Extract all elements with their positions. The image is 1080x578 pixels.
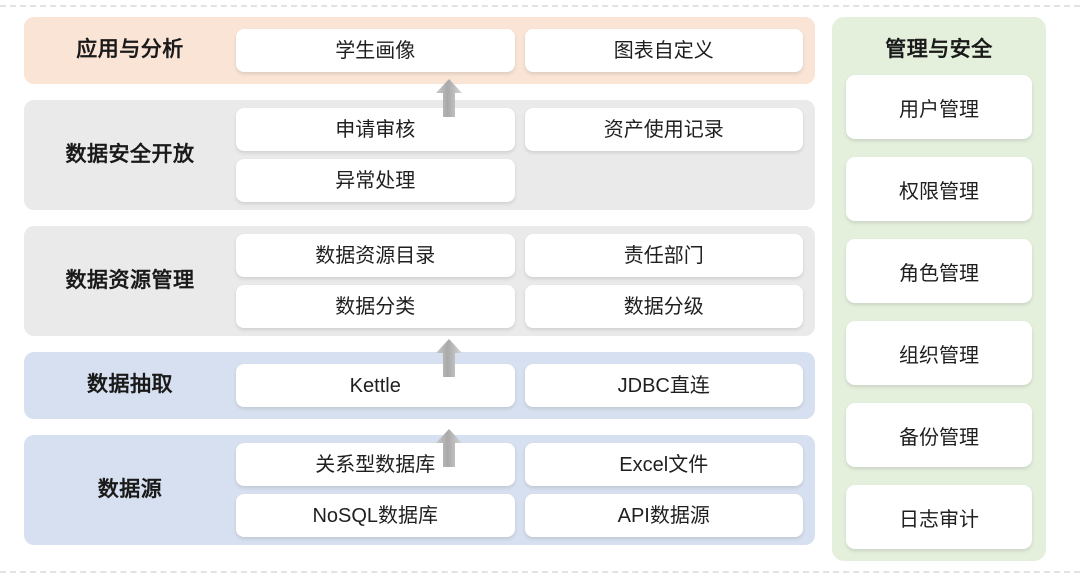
card-empty-slot xyxy=(525,159,804,202)
bottom-divider-rule xyxy=(0,571,1080,573)
card-kettle[interactable]: Kettle xyxy=(236,364,515,407)
admin-item-user-management[interactable]: 用户管理 xyxy=(846,75,1032,139)
layer-cards-data-source: 关系型数据库 Excel文件 NoSQL数据库 API数据源 xyxy=(236,443,803,537)
admin-item-organization-management[interactable]: 组织管理 xyxy=(846,321,1032,385)
admin-panel-list: 用户管理 权限管理 角色管理 组织管理 备份管理 日志审计 xyxy=(846,75,1032,549)
layer-cards-data-secure-open: 申请审核 资产使用记录 异常处理 xyxy=(236,108,803,202)
card-excel-file[interactable]: Excel文件 xyxy=(524,443,803,486)
layer-data-extraction: 数据抽取 Kettle JDBC直连 xyxy=(24,352,815,419)
card-exception-handling[interactable]: 异常处理 xyxy=(236,159,515,202)
layer-title-application-analysis: 应用与分析 xyxy=(76,38,184,62)
layer-data-source: 数据源 关系型数据库 Excel文件 NoSQL数据库 API数据源 xyxy=(24,435,815,545)
layer-title-data-source: 数据源 xyxy=(97,477,163,501)
card-nosql-database[interactable]: NoSQL数据库 xyxy=(236,494,515,537)
admin-item-role-management[interactable]: 角色管理 xyxy=(846,239,1032,303)
layer-cards-data-resource-management: 数据资源目录 责任部门 数据分类 数据分级 xyxy=(236,234,803,328)
card-data-classification[interactable]: 数据分类 xyxy=(236,285,515,328)
layer-cards-data-extraction: Kettle JDBC直连 xyxy=(236,364,803,407)
card-asset-usage-record[interactable]: 资产使用记录 xyxy=(524,108,803,151)
admin-panel-title: 管理与安全 xyxy=(885,38,993,61)
layer-title-data-resource-management: 数据资源管理 xyxy=(65,268,195,292)
card-responsible-department[interactable]: 责任部门 xyxy=(524,234,803,277)
layer-title-data-secure-open: 数据安全开放 xyxy=(65,142,195,166)
card-application-review[interactable]: 申请审核 xyxy=(236,108,515,151)
card-data-resource-catalog[interactable]: 数据资源目录 xyxy=(236,234,515,277)
admin-item-log-audit[interactable]: 日志审计 xyxy=(846,485,1032,549)
layer-data-secure-open: 数据安全开放 申请审核 资产使用记录 异常处理 xyxy=(24,100,815,210)
admin-item-permission-management[interactable]: 权限管理 xyxy=(846,157,1032,221)
layer-title-data-extraction: 数据抽取 xyxy=(87,373,173,397)
admin-item-backup-management[interactable]: 备份管理 xyxy=(846,403,1032,467)
card-jdbc-direct[interactable]: JDBC直连 xyxy=(524,364,803,407)
top-divider-rule xyxy=(0,5,1080,7)
layer-stack: 应用与分析 学生画像 图表自定义 数据安全开放 申请审核 资产使用记录 异常处理… xyxy=(24,17,815,545)
admin-security-panel: 管理与安全 用户管理 权限管理 角色管理 组织管理 备份管理 日志审计 xyxy=(832,17,1046,561)
card-data-grading[interactable]: 数据分级 xyxy=(524,285,803,328)
card-student-profile[interactable]: 学生画像 xyxy=(236,29,515,72)
layer-data-resource-management: 数据资源管理 数据资源目录 责任部门 数据分类 数据分级 xyxy=(24,226,815,336)
layer-cards-application-analysis: 学生画像 图表自定义 xyxy=(236,29,803,72)
card-relational-database[interactable]: 关系型数据库 xyxy=(236,443,515,486)
layer-application-analysis: 应用与分析 学生画像 图表自定义 xyxy=(24,17,815,84)
card-chart-customization[interactable]: 图表自定义 xyxy=(524,29,803,72)
card-api-datasource[interactable]: API数据源 xyxy=(524,494,803,537)
